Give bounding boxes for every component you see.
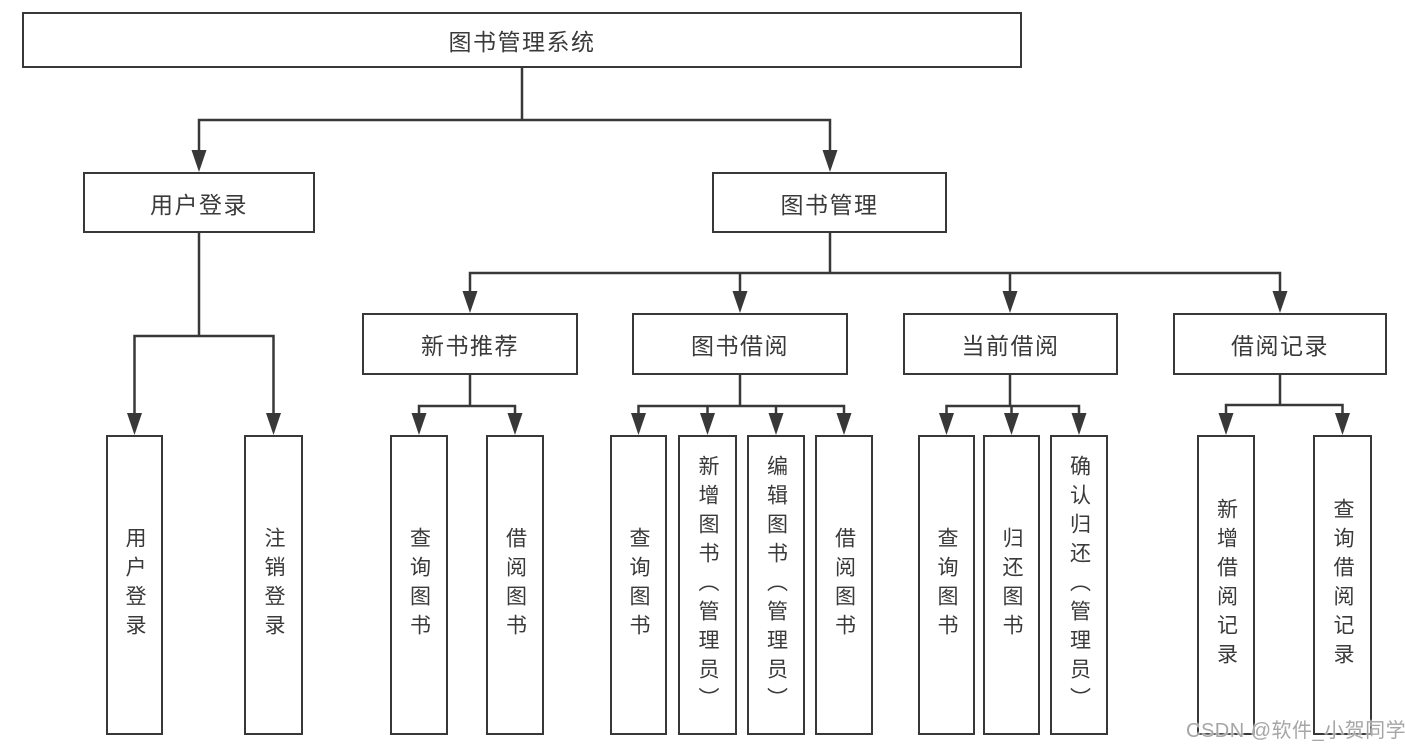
connector-root-to-level2 — [197, 68, 832, 152]
leaf-query-borrow-record-label: 查询借阅记录 — [1331, 498, 1354, 672]
node-book-borrow-label: 图书借阅 — [691, 333, 789, 359]
leaf-borrow-book: 借阅图书 — [815, 435, 873, 735]
leaf-borrow-query-label: 查询图书 — [627, 527, 650, 643]
leaf-newbook-query: 查询图书 — [390, 435, 448, 735]
node-current-borrow: 当前借阅 — [903, 313, 1118, 375]
leaf-confirm-return-admin-label: 确认归还（管理员） — [1067, 454, 1091, 716]
leaf-add-borrow-record-label: 新增借阅记录 — [1214, 498, 1238, 672]
leaf-user-login: 用户登录 — [106, 435, 163, 735]
leaf-return-book: 归还图书 — [983, 435, 1040, 735]
leaf-return-book-label: 归还图书 — [1000, 527, 1023, 643]
leaf-add-borrow-record: 新增借阅记录 — [1197, 435, 1255, 735]
node-book-management-label: 图书管理 — [780, 191, 879, 218]
node-root-label: 图书管理系统 — [448, 29, 596, 55]
node-user-login: 用户登录 — [83, 172, 315, 233]
connector-bookmgmt-to-level3 — [468, 233, 1282, 294]
leaf-newbook-borrow-label: 借阅图书 — [503, 527, 527, 643]
connector-newbook-to-leaves — [417, 375, 517, 416]
node-book-borrow: 图书借阅 — [632, 313, 848, 375]
leaf-current-query-label: 查询图书 — [935, 527, 958, 643]
leaf-logout-label: 注销登录 — [262, 527, 285, 643]
leaf-confirm-return-admin: 确认归还（管理员） — [1050, 435, 1108, 735]
arrowheads — [127, 150, 1350, 435]
leaf-borrow-add-admin-label: 新增图书（管理员） — [696, 454, 719, 716]
leaf-borrow-query: 查询图书 — [610, 435, 667, 735]
node-new-book-recommend-label: 新书推荐 — [421, 333, 519, 359]
leaf-current-query: 查询图书 — [918, 435, 975, 735]
leaf-borrow-add-admin: 新增图书（管理员） — [678, 435, 737, 735]
connector-userlogin-to-leaves — [133, 233, 275, 416]
leaf-newbook-query-label: 查询图书 — [407, 527, 431, 643]
node-book-management: 图书管理 — [712, 172, 947, 233]
leaf-user-login-label: 用户登录 — [123, 527, 146, 643]
node-borrow-record-label: 借阅记录 — [1231, 333, 1329, 359]
leaf-newbook-borrow: 借阅图书 — [486, 435, 544, 735]
leaf-borrow-edit-admin: 编辑图书（管理员） — [747, 435, 805, 735]
node-user-login-label: 用户登录 — [150, 191, 248, 218]
node-borrow-record: 借阅记录 — [1173, 313, 1387, 375]
leaf-logout: 注销登录 — [244, 435, 303, 735]
connector-bookborrow-to-leaves — [637, 375, 846, 416]
connector-currentborrow-to-leaves — [945, 375, 1081, 416]
leaf-query-borrow-record: 查询借阅记录 — [1313, 435, 1372, 735]
csdn-watermark: CSDN @软件_小贺同学 — [1186, 720, 1405, 742]
leaf-borrow-book-label: 借阅图书 — [832, 527, 856, 643]
connector-borrowrecord-to-leaves — [1224, 375, 1344, 416]
node-new-book-recommend: 新书推荐 — [362, 313, 578, 375]
node-current-borrow-label: 当前借阅 — [961, 333, 1060, 359]
node-root: 图书管理系统 — [22, 12, 1022, 68]
leaf-borrow-edit-admin-label: 编辑图书（管理员） — [764, 454, 788, 716]
